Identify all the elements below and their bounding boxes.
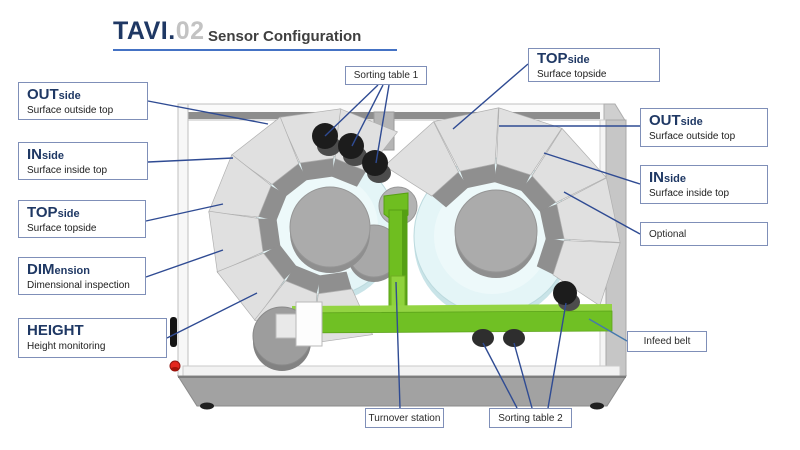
callout-outside-left: OUTside Surface outside top [18, 82, 148, 120]
callout-desc: Dimensional inspection [27, 279, 130, 291]
callout-desc: Surface topside [537, 68, 607, 80]
title-underline [113, 49, 397, 51]
callout-title: IN [27, 146, 42, 163]
emergency-stop-button [169, 360, 181, 372]
callout-title: DIM [27, 261, 55, 278]
callout-suffix: ension [54, 265, 90, 277]
callout-suffix: side [42, 150, 65, 162]
height-monitor-unit [252, 301, 323, 371]
callout-lines [145, 63, 641, 409]
callout-height: HEIGHT Height monitoring [18, 318, 167, 358]
callout-title: TOP [537, 50, 568, 67]
callout-suffix: side [57, 208, 80, 220]
callout-outside-right: OUTside Surface outside top [640, 108, 768, 147]
callout-desc: Surface topside [27, 222, 97, 234]
callout-dimension: DIMension Dimensional inspection [18, 257, 146, 295]
door-handle [170, 317, 177, 347]
callout-suffix: side [680, 116, 703, 128]
callout-inside-left: INside Surface inside top [18, 142, 148, 180]
brand-name: TAVI. [113, 17, 176, 45]
machine-foot [590, 402, 604, 410]
callout-title: OUT [27, 86, 59, 103]
disc-center-hub-left [289, 186, 371, 273]
callout-title: TOP [27, 204, 58, 221]
disc-center-hub-right [454, 189, 538, 278]
machine-foot [200, 402, 214, 410]
callout-desc: Surface inside top [27, 164, 108, 176]
brand-number: 02 [175, 17, 205, 45]
page-title: TAVI.02 [113, 17, 205, 46]
callout-topside-right: TOPside Surface topside [528, 48, 660, 82]
label-sorting-table-1: Sorting table 1 [345, 66, 427, 85]
page-subtitle: Sensor Configuration [208, 28, 362, 45]
turnover-station-part [383, 192, 409, 311]
callout-desc: Height monitoring [27, 340, 106, 352]
callout-title: IN [649, 169, 664, 186]
label-infeed-belt: Infeed belt [627, 331, 707, 352]
callout-desc: Surface inside top [649, 187, 730, 199]
sorting-table-2-sensors [472, 281, 580, 347]
label-turnover-station: Turnover station [365, 408, 444, 428]
callout-suffix: side [664, 173, 687, 185]
callout-title: HEIGHT [27, 322, 84, 339]
callout-desc: Surface outside top [27, 104, 114, 116]
callout-topside-left: TOPside Surface topside [18, 200, 146, 238]
label-optional: Optional [640, 222, 768, 246]
callout-title: OUT [649, 112, 681, 129]
machine-base [177, 375, 627, 410]
callout-suffix: side [567, 54, 590, 66]
callout-suffix: side [58, 90, 81, 102]
callout-inside-right: INside Surface inside top [640, 165, 768, 204]
label-sorting-table-2: Sorting table 2 [489, 408, 572, 428]
infeed-belt-part [291, 304, 613, 334]
callout-desc: Surface outside top [649, 130, 736, 142]
